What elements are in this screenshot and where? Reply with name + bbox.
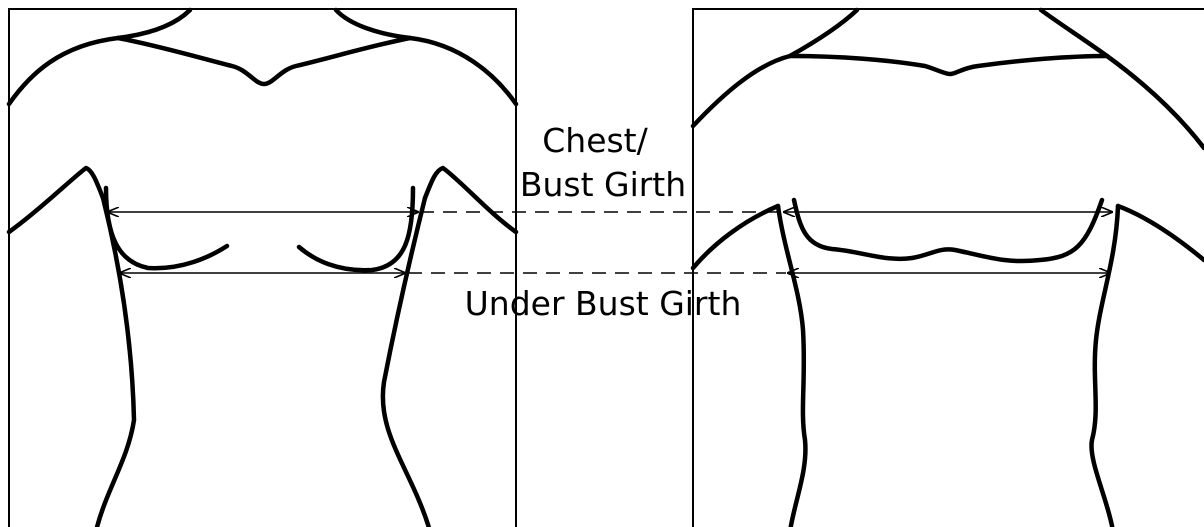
female-right-bust-curve [299, 188, 413, 270]
female-right-neck-line [336, 10, 410, 38]
female-right-arm [425, 168, 516, 232]
male-panel-frame [693, 9, 1204, 527]
male-right-neck-line [1041, 10, 1107, 56]
male-right-body-side [1091, 206, 1118, 527]
male-left-shoulder [693, 56, 790, 126]
female-left-arm [9, 168, 103, 232]
male-collarbone [790, 56, 1107, 74]
male-torso-panel [693, 9, 1204, 527]
female-left-neck-line [118, 10, 190, 38]
chest-bust-label-line1: Chest/ [542, 121, 648, 160]
male-right-shoulder [1107, 56, 1204, 148]
male-chest-line [794, 200, 1102, 261]
male-left-neck-line [790, 10, 857, 56]
male-left-arm [693, 206, 778, 268]
female-right-shoulder [410, 38, 516, 104]
female-collarbone [118, 38, 410, 84]
under-bust-girth-label: Under Bust Girth [465, 284, 742, 323]
female-left-shoulder [9, 38, 118, 104]
female-left-body-side [96, 198, 134, 527]
female-panel-frame [9, 9, 516, 527]
female-left-bust-curve [106, 188, 227, 268]
female-torso-panel [9, 9, 516, 527]
chest-bust-label-line2: Bust Girth [520, 165, 686, 204]
male-right-arm [1118, 206, 1204, 260]
male-left-body-side [778, 206, 805, 527]
